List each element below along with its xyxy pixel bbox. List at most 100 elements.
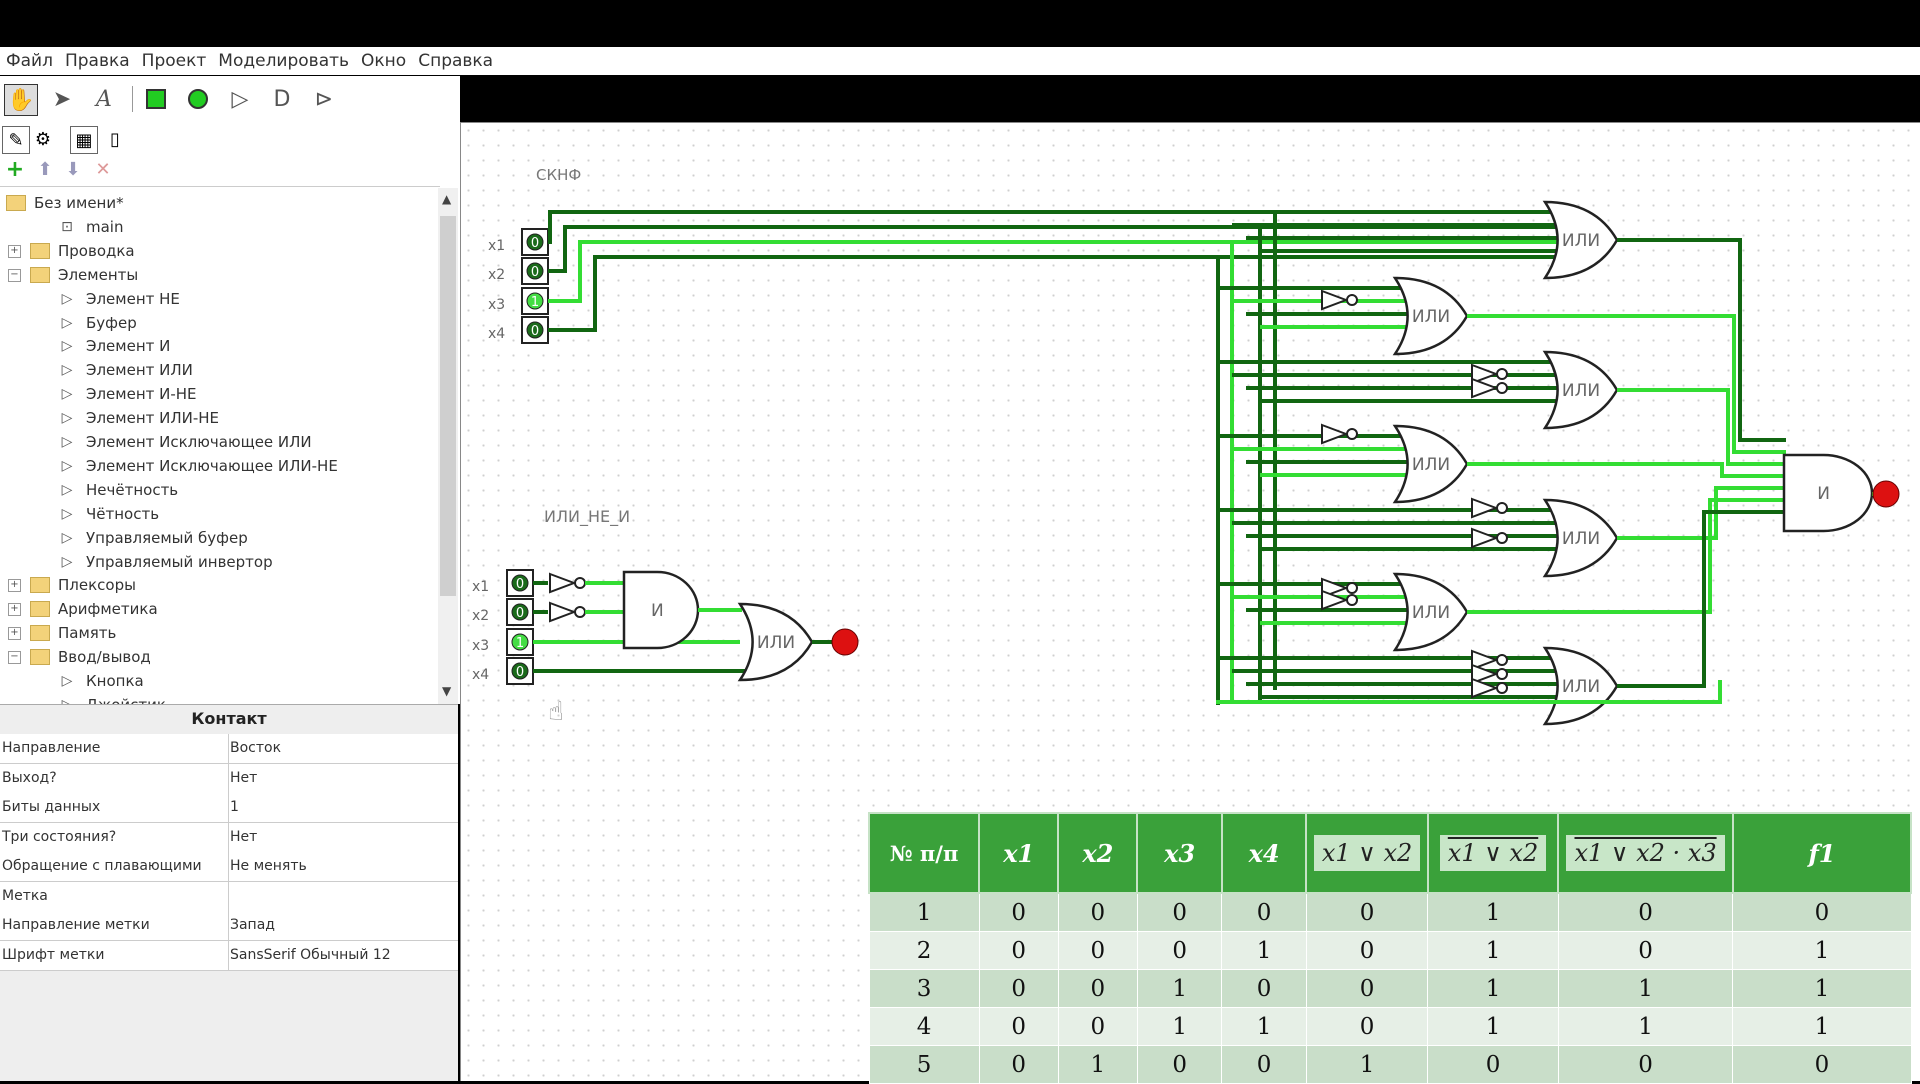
tree-item[interactable]: +Арифметика: [8, 597, 158, 621]
circuit-canvas[interactable]: [460, 122, 1920, 1081]
tree-item[interactable]: + Плексоры: [8, 573, 136, 597]
menu-window[interactable]: Окно: [361, 51, 407, 71]
gate-output-wire: [1617, 388, 1786, 466]
property-value[interactable]: Нет: [230, 828, 258, 845]
add-circuit-icon[interactable]: +: [5, 156, 25, 182]
menu-simulate[interactable]: Моделировать: [218, 51, 350, 71]
property-value[interactable]: Нет: [230, 769, 258, 786]
tree-item-label: Управляемый буфер: [86, 528, 248, 547]
table-cell: 1: [1057, 1045, 1138, 1084]
expand-toggle-icon[interactable]: −: [8, 268, 21, 282]
tree-item[interactable]: ▷Чётность: [58, 502, 159, 526]
scroll-down-icon[interactable]: ▼: [442, 684, 452, 698]
tree-item[interactable]: ▷Элемент И: [58, 334, 171, 358]
output-pin-tool-icon[interactable]: [182, 84, 214, 114]
explorer-panel: ✎ ⚙ ▦ ▯ + ⬆ ⬇ ✕ Без имени*⊡main+Проводка…: [0, 122, 460, 705]
property-value[interactable]: Не менять: [230, 858, 307, 874]
tree-item[interactable]: ▷Буфер: [58, 311, 137, 335]
or-gate-tool-icon[interactable]: ⊳: [314, 86, 334, 112]
input-pin-tool-icon[interactable]: [140, 84, 172, 114]
inverter-bubble: [1496, 382, 1508, 394]
and-gate-tool-icon[interactable]: D: [273, 86, 291, 112]
tree-item[interactable]: +Проводка: [8, 239, 135, 263]
circuit-label-top: СКНФ: [536, 166, 581, 184]
tree-item[interactable]: ▷Элемент Исключающее ИЛИ-НЕ: [58, 454, 338, 478]
move-down-icon[interactable]: ⬇: [65, 158, 81, 180]
gate-icon: ▷: [61, 434, 73, 450]
table-cell: 1: [1427, 1007, 1559, 1046]
tree-root[interactable]: Без имени*: [6, 191, 124, 215]
pin-led: [511, 662, 529, 680]
inverter-bubble: [574, 577, 586, 589]
tree-item[interactable]: ▷Джойстик: [58, 693, 166, 705]
expand-toggle-icon[interactable]: +: [8, 244, 21, 258]
property-value[interactable]: SansSerif Обычный 12: [230, 946, 391, 963]
output-led-bottom: [831, 628, 859, 656]
menu-project[interactable]: Проект: [141, 51, 207, 71]
tree-item[interactable]: −Ввод/вывод: [8, 645, 151, 669]
property-row[interactable]: Метка: [0, 881, 458, 912]
table-cell: 3: [868, 969, 980, 1008]
table-cell: 1: [1557, 1007, 1734, 1046]
property-value[interactable]: 1: [230, 799, 239, 815]
menu-help[interactable]: Справка: [418, 51, 494, 71]
expand-toggle-icon[interactable]: −: [8, 651, 21, 665]
tree-item[interactable]: ▷Кнопка: [58, 669, 144, 693]
tree-item[interactable]: ▷Элемент ИЛИ-НЕ: [58, 406, 219, 430]
menu-edit[interactable]: Правка: [64, 51, 130, 71]
table-cell: 0: [1221, 892, 1307, 932]
table-cell: 1: [1221, 931, 1307, 970]
property-value[interactable]: Восток: [230, 740, 282, 756]
tree-item[interactable]: +Память: [8, 621, 116, 645]
table-cell: 4: [868, 1007, 980, 1046]
tree-scrollbar[interactable]: ▲ ▼: [438, 188, 458, 704]
gate-label: И: [1817, 484, 1830, 504]
tree-item[interactable]: −Элементы: [8, 263, 138, 287]
simulation-view-icon[interactable]: ▯: [110, 128, 120, 150]
tree-item[interactable]: ▷Элемент И-НЕ: [58, 382, 197, 406]
table-cell: 0: [978, 931, 1059, 970]
move-up-icon[interactable]: ⬆: [37, 158, 53, 180]
expand-toggle-icon[interactable]: +: [8, 579, 21, 593]
expand-toggle-icon[interactable]: +: [8, 603, 21, 617]
text-tool-icon[interactable]: A: [96, 86, 112, 112]
tree-item[interactable]: ▷Элемент НЕ: [58, 287, 180, 311]
table-cell: 1: [1136, 1007, 1223, 1046]
gate-output-wire: [1617, 510, 1786, 688]
tree-item-label: Элемент ИЛИ-НЕ: [86, 409, 220, 428]
gate-label: И: [651, 601, 664, 621]
tree-item-label: Элемент И-НЕ: [86, 385, 197, 404]
tree-item[interactable]: ▷Элемент Исключающее ИЛИ: [58, 430, 312, 454]
scroll-up-icon[interactable]: ▲: [442, 192, 452, 206]
tree-item[interactable]: ⊡main: [58, 215, 123, 239]
tree-item-label: Плексоры: [58, 576, 136, 595]
menu-file[interactable]: Файл: [6, 51, 53, 71]
expand-toggle-icon[interactable]: +: [8, 627, 21, 641]
poke-tool-icon[interactable]: ✋: [4, 84, 38, 116]
tree-item[interactable]: ▷Управляемый буфер: [58, 526, 248, 550]
table-cell: 0: [1557, 892, 1734, 932]
table-cell: 0: [1221, 969, 1307, 1008]
tree-item-label: Кнопка: [86, 672, 144, 690]
pin-name-label: x3: [472, 638, 489, 654]
pin-value: 0: [516, 577, 524, 592]
tree-item[interactable]: ▷Управляемый инвертор: [58, 550, 273, 574]
table-cell: 1: [1136, 969, 1223, 1008]
gate-icon: ▷: [61, 314, 73, 331]
property-value[interactable]: Запад: [230, 917, 275, 933]
delete-icon[interactable]: ✕: [95, 158, 111, 180]
property-row[interactable]: Выход?Нет: [0, 763, 458, 794]
select-tool-icon[interactable]: ➤: [52, 86, 72, 112]
tree-item[interactable]: ▷Нечётность: [58, 478, 179, 502]
scroll-thumb[interactable]: [440, 216, 456, 596]
tree-item[interactable]: ▷Элемент ИЛИ: [58, 358, 193, 382]
edit-appearance-icon[interactable]: ⚙: [34, 128, 52, 150]
edit-circuit-icon[interactable]: ✎: [2, 126, 30, 154]
toolbox-view-icon[interactable]: ▦: [70, 126, 98, 154]
not-gate-tool-icon[interactable]: ▷: [231, 86, 249, 112]
